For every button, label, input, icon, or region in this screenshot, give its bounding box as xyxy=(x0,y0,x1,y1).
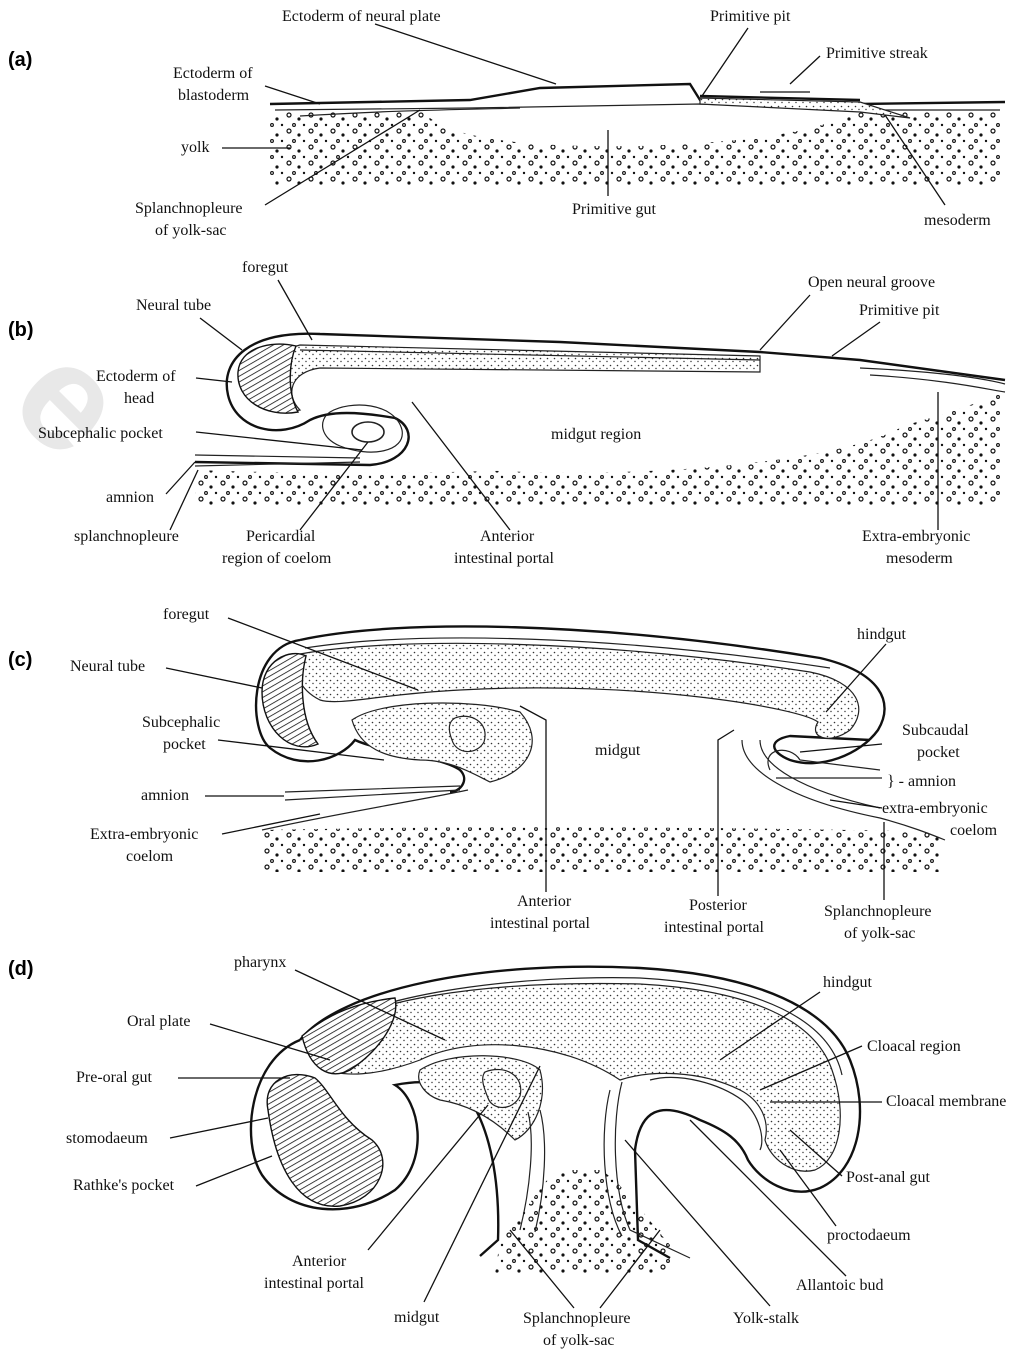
label-d-rathkes-pocket: Rathke's pocket xyxy=(73,1177,175,1194)
label-b-amnion: amnion xyxy=(106,489,154,506)
label-c-foregut: foregut xyxy=(163,606,210,623)
label-a-ectoderm-blastoderm-2: blastoderm xyxy=(178,87,250,104)
label-c-subcaudal-2: pocket xyxy=(917,744,960,761)
label-c-splanchnopleure-2: of yolk-sac xyxy=(844,925,916,942)
label-b-primitive-pit: Primitive pit xyxy=(859,302,940,319)
label-c-anterior-portal-2: intestinal portal xyxy=(490,915,591,932)
panel-b-heart xyxy=(352,422,384,442)
label-a-primitive-streak: Primitive streak xyxy=(826,45,928,62)
label-b-neural-tube: Neural tube xyxy=(136,297,211,314)
label-b-foregut: foregut xyxy=(242,259,289,276)
label-d-allantoic-bud: Allantoic bud xyxy=(796,1277,884,1294)
label-a-yolk: yolk xyxy=(181,139,209,156)
label-a-splanchnopleure-2: of yolk-sac xyxy=(155,222,227,239)
panel-b-extra-mesoderm xyxy=(860,368,1005,392)
label-c-subcephalic-1: Subcephalic xyxy=(142,714,220,731)
panel-b-letter: (b) xyxy=(8,319,34,341)
label-b-pericardial-1: Pericardial xyxy=(246,528,316,545)
panel-b-neural-tube xyxy=(238,344,298,413)
label-c-anterior-portal-1: Anterior xyxy=(517,893,572,910)
label-a-mesoderm: mesoderm xyxy=(924,212,991,229)
label-b-subcephalic-pocket: Subcephalic pocket xyxy=(38,425,163,442)
label-b-extra-mesoderm-1: Extra-embryonic xyxy=(862,528,970,545)
panel-d: (d) pharynx hindgut Oral plate Cloacal r… xyxy=(8,954,1006,1349)
label-b-anterior-portal-2: intestinal portal xyxy=(454,550,555,567)
panel-c-letter: (c) xyxy=(8,649,32,671)
label-a-ectoderm-neural-plate: Ectoderm of neural plate xyxy=(282,8,441,25)
label-c-hindgut: hindgut xyxy=(857,626,906,643)
label-b-ectoderm-head-1: Ectoderm of xyxy=(96,368,176,385)
panel-d-neural-tube-head xyxy=(267,1075,383,1207)
label-a-ectoderm-blastoderm-1: Ectoderm of xyxy=(173,65,253,82)
label-d-anterior-portal-2: intestinal portal xyxy=(264,1275,365,1292)
panel-b: (b) foregut Neural tube Open neural groo… xyxy=(8,259,1005,567)
panel-c-amnion-left xyxy=(285,786,460,800)
label-a-splanchnopleure-1: Splanchnopleure xyxy=(135,200,243,217)
label-d-pre-oral-gut: Pre-oral gut xyxy=(76,1069,153,1086)
label-d-cloacal-membrane: Cloacal membrane xyxy=(886,1093,1006,1110)
panel-d-letter: (d) xyxy=(8,958,34,980)
label-c-extra-coelom-right-2: coelom xyxy=(950,822,998,839)
label-c-extra-coelom-left-2: coelom xyxy=(126,848,174,865)
label-b-splanchnopleure: splanchnopleure xyxy=(74,528,179,545)
label-c-posterior-portal-1: Posterior xyxy=(689,897,747,914)
label-b-open-neural-groove: Open neural groove xyxy=(808,274,935,291)
panel-c-yolk xyxy=(262,827,940,872)
label-d-cloacal-region: Cloacal region xyxy=(867,1038,961,1055)
label-c-extra-coelom-left-1: Extra-embryonic xyxy=(90,826,198,843)
label-d-proctodaeum: proctodaeum xyxy=(827,1227,911,1244)
label-d-splanchnopleure-1: Splanchnopleure xyxy=(523,1310,631,1327)
label-b-ectoderm-head-2: head xyxy=(124,390,154,407)
label-d-yolk-stalk: Yolk-stalk xyxy=(733,1310,799,1327)
panel-a: (a) Ectoderm of neural plate Primitive p… xyxy=(8,8,1005,239)
label-d-anterior-portal-1: Anterior xyxy=(292,1253,347,1270)
panel-c: (c) foregut hindgut Neural tube Subcepha… xyxy=(8,606,998,942)
label-a-primitive-gut: Primitive gut xyxy=(572,201,657,218)
label-c-extra-coelom-right-1: extra-embryonic xyxy=(882,800,988,817)
label-d-pharynx: pharynx xyxy=(234,954,286,971)
label-c-posterior-portal-2: intestinal portal xyxy=(664,919,765,936)
label-b-extra-mesoderm-2: mesoderm xyxy=(886,550,953,567)
label-c-midgut: midgut xyxy=(595,742,641,759)
label-c-amnion-left: amnion xyxy=(141,787,189,804)
label-c-amnion-right: } - amnion xyxy=(887,773,956,790)
panel-c-pericardial-region xyxy=(352,703,532,782)
label-d-stomodaeum: stomodaeum xyxy=(66,1130,148,1147)
label-c-splanchnopleure-1: Splanchnopleure xyxy=(824,903,932,920)
label-d-midgut: midgut xyxy=(394,1309,440,1326)
label-b-midgut-region: midgut region xyxy=(551,426,641,443)
panel-a-blastoderm-ectoderm xyxy=(270,84,1005,104)
label-c-subcephalic-2: pocket xyxy=(163,736,206,753)
label-b-pericardial-2: region of coelom xyxy=(222,550,332,567)
label-d-splanchnopleure-2: of yolk-sac xyxy=(543,1332,615,1349)
label-d-post-anal-gut: Post-anal gut xyxy=(846,1169,931,1186)
label-b-anterior-portal-1: Anterior xyxy=(480,528,535,545)
label-c-neural-tube: Neural tube xyxy=(70,658,145,675)
label-a-primitive-pit: Primitive pit xyxy=(710,8,791,25)
label-d-hindgut: hindgut xyxy=(823,974,872,991)
panel-a-letter: (a) xyxy=(8,49,32,71)
label-c-subcaudal-1: Subcaudal xyxy=(902,722,969,739)
label-d-oral-plate: Oral plate xyxy=(127,1013,191,1030)
